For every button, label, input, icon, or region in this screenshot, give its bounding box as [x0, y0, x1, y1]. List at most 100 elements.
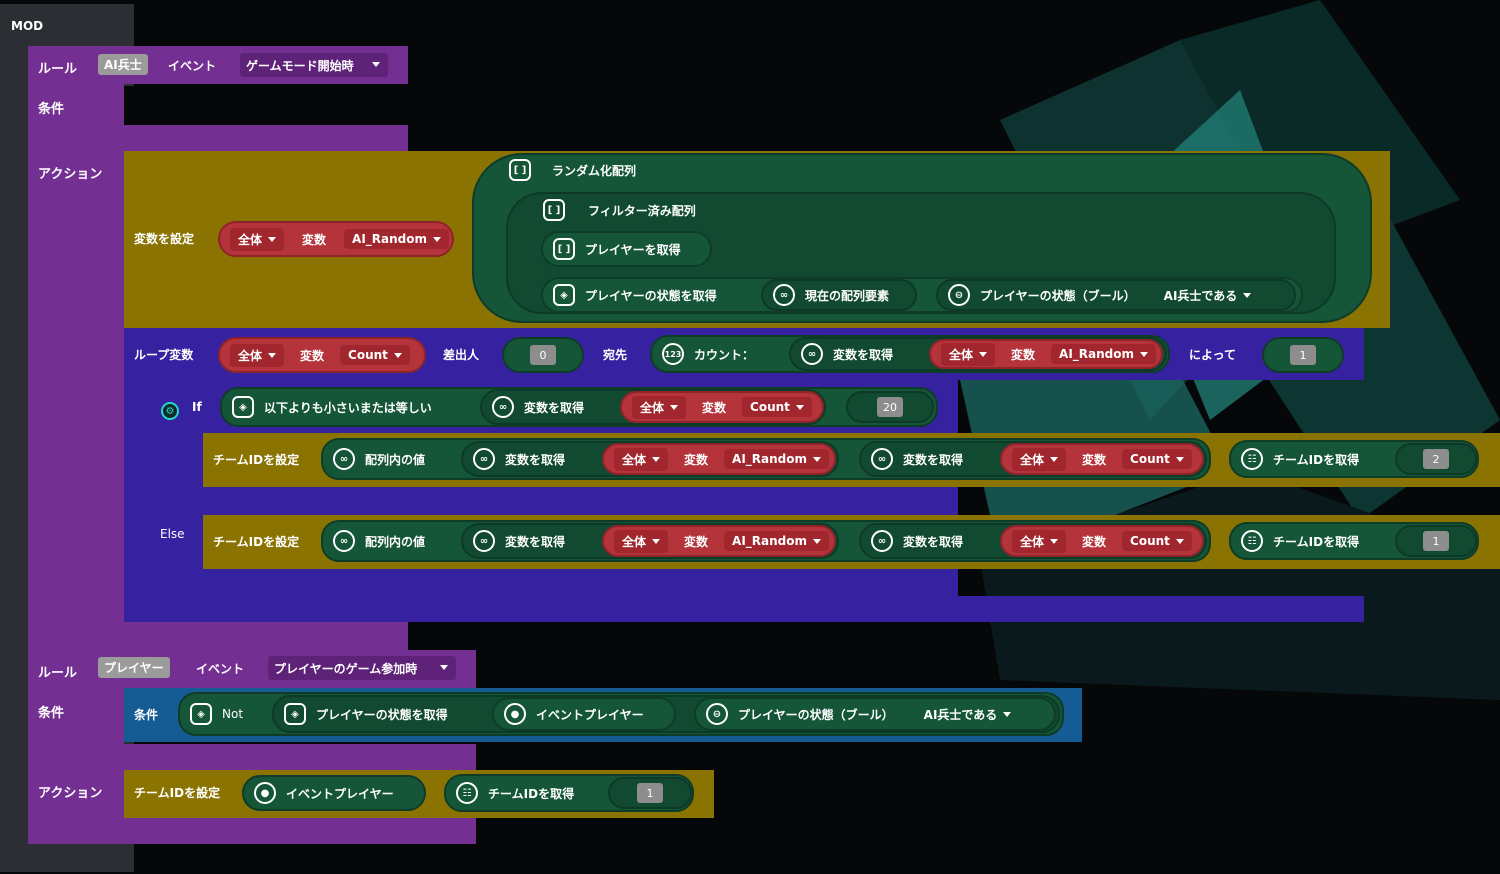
count-name-dropdown[interactable]: AI_Random: [1051, 344, 1157, 364]
settings-gear-icon[interactable]: ⚙: [161, 402, 179, 420]
rule1-event-value: ゲームモード開始時: [246, 59, 354, 73]
array-icon: [ ]: [509, 159, 531, 181]
if-get-var-label: 変数を取得: [524, 400, 585, 415]
else-idx-name-dropdown[interactable]: Count: [1122, 531, 1192, 551]
ai-soldier-value: AI兵士である: [1163, 288, 1238, 303]
if-arr-var-target[interactable]: 全体 変数 AI_Random: [602, 443, 836, 475]
chevron-down-icon: [652, 538, 661, 544]
else-team-value[interactable]: 1: [1423, 531, 1449, 551]
not-icon: ◈: [190, 703, 212, 725]
rule2-player-state-bool-block[interactable]: ⊖ プレイヤーの状態（ブール） AI兵士である: [694, 697, 1056, 731]
person-icon: ●: [254, 782, 276, 804]
else-arr-scope: 全体: [622, 534, 647, 549]
rule1-condition-label: 条件: [38, 102, 65, 117]
if-idx-get-var-label: 変数を取得: [903, 452, 964, 467]
count-var-target[interactable]: 全体 変数 AI_Random: [929, 339, 1163, 369]
person-icon: ●: [504, 703, 526, 725]
else-arr-var-target[interactable]: 全体 変数 AI_Random: [602, 525, 836, 557]
if-scope: 全体: [640, 400, 665, 415]
compare-label: 以下よりも小さいまたは等しい: [264, 400, 432, 415]
if-idx-var-target[interactable]: 全体 変数 Count: [1000, 443, 1204, 475]
rule2-team-value-block[interactable]: 1: [608, 777, 692, 809]
else-arr-name-dropdown[interactable]: AI_Random: [724, 531, 830, 551]
else-arr-var-name: AI_Random: [732, 534, 808, 548]
rule1-spine: [28, 84, 124, 650]
compare-value[interactable]: 20: [877, 397, 903, 417]
if-scope-dropdown[interactable]: 全体: [632, 395, 687, 419]
if-var-target[interactable]: 全体 変数 Count: [620, 391, 824, 423]
infinity-icon: ∞: [801, 343, 823, 365]
rule1-footer: [124, 622, 408, 650]
chevron-down-icon: [268, 236, 277, 242]
rule2-player-state-bool-label: プレイヤーの状態（ブール）: [738, 707, 894, 722]
get-players-block[interactable]: [ ] プレイヤーを取得: [541, 231, 712, 267]
infinity-icon: ∞: [773, 284, 795, 306]
ai-soldier-dropdown[interactable]: AI兵士である: [1164, 287, 1252, 304]
rule2-action-event-player-label: イベントプレイヤー: [286, 786, 394, 801]
array-icon: [ ]: [553, 238, 575, 260]
count-scope-dropdown[interactable]: 全体: [941, 342, 996, 366]
current-element-block[interactable]: ∞ 現在の配列要素: [761, 279, 917, 311]
loop-name-dropdown[interactable]: Count: [340, 345, 410, 365]
set-var-name-dropdown[interactable]: AI_Random: [344, 229, 450, 249]
player-state-bool-block[interactable]: ⊖ プレイヤーの状態（ブール） AI兵士である: [936, 279, 1296, 311]
if-arr-name-dropdown[interactable]: AI_Random: [724, 449, 830, 469]
else-arr-scope-dropdown[interactable]: 全体: [614, 529, 669, 553]
if-set-team-label: チームIDを設定: [213, 453, 300, 467]
if-label: If: [192, 400, 202, 414]
rule2-event-player-block[interactable]: ● イベントプレイヤー: [492, 697, 676, 731]
chevron-down-icon: [433, 236, 442, 242]
filter-label: フィルター済み配列: [588, 204, 696, 218]
loop-from-value[interactable]: 0: [530, 345, 556, 365]
rule2-target-chip[interactable]: プレイヤー: [98, 657, 170, 678]
rule2-team-value[interactable]: 1: [637, 783, 663, 803]
else-idx-var-word: 変数: [1082, 534, 1107, 549]
if-name-dropdown[interactable]: Count: [742, 397, 812, 417]
rule1-condition-slot[interactable]: [124, 86, 408, 125]
toggle-icon: ⊖: [948, 284, 970, 306]
rule1-action-header: [124, 125, 408, 151]
rule2-ai-soldier-dropdown[interactable]: AI兵士である: [924, 706, 1012, 723]
loop-by-value-block[interactable]: 1: [1262, 337, 1344, 373]
rule1-target-chip[interactable]: AI兵士: [98, 54, 148, 75]
rule2-footer: [124, 818, 476, 844]
else-team-value-block[interactable]: 1: [1395, 525, 1477, 557]
rule1-event-label: イベント: [168, 59, 217, 73]
else-idx-scope-dropdown[interactable]: 全体: [1012, 529, 1067, 553]
rule2-get-team-label: チームIDを取得: [488, 786, 575, 801]
chevron-down-icon: [979, 351, 988, 357]
loop-scope-dropdown[interactable]: 全体: [230, 343, 285, 367]
set-var-var-label: 変数: [302, 232, 327, 247]
rule1-event-dropdown[interactable]: ゲームモード開始時: [240, 53, 388, 77]
else-arr-var-word: 変数: [684, 534, 709, 549]
compare-icon: ◈: [232, 396, 254, 418]
rule2-player-state-label: プレイヤーの状態を取得: [316, 707, 448, 722]
loop-var-target[interactable]: 全体 変数 Count: [218, 337, 426, 373]
rule2-set-team-label: チームIDを設定: [134, 786, 221, 800]
loop-by-value[interactable]: 1: [1290, 345, 1316, 365]
loop-from-value-block[interactable]: 0: [502, 337, 584, 373]
if-team-value[interactable]: 2: [1423, 449, 1449, 469]
else-idx-get-var-label: 変数を取得: [903, 534, 964, 549]
if-arr-get-var-label: 変数を取得: [505, 452, 566, 467]
mod-label: MOD: [11, 19, 44, 33]
if-team-value-block[interactable]: 2: [1395, 443, 1477, 475]
if-idx-scope: 全体: [1020, 452, 1045, 467]
loop-from-label: 差出人: [443, 348, 480, 362]
else-idx-var-target[interactable]: 全体 変数 Count: [1000, 525, 1204, 557]
if-idx-scope-dropdown[interactable]: 全体: [1012, 447, 1067, 471]
rule2-event-dropdown[interactable]: プレイヤーのゲーム参加時: [268, 656, 456, 680]
chevron-down-icon: [670, 404, 679, 410]
set-var-target[interactable]: 全体 変数 AI_Random: [218, 221, 454, 257]
if-idx-name-dropdown[interactable]: Count: [1122, 449, 1192, 469]
chevron-down-icon: [372, 62, 380, 67]
set-var-scope-dropdown[interactable]: 全体: [230, 227, 285, 251]
if-array-value-label: 配列内の値: [365, 452, 426, 467]
if-arr-scope-dropdown[interactable]: 全体: [614, 447, 669, 471]
compare-value-block[interactable]: 20: [846, 391, 934, 423]
chevron-down-icon: [652, 456, 661, 462]
chevron-down-icon: [1050, 538, 1059, 544]
player-state-label: プレイヤーの状態を取得: [585, 288, 717, 303]
chevron-down-icon: [813, 538, 822, 544]
rule2-action-event-player-block[interactable]: ● イベントプレイヤー: [242, 775, 426, 811]
